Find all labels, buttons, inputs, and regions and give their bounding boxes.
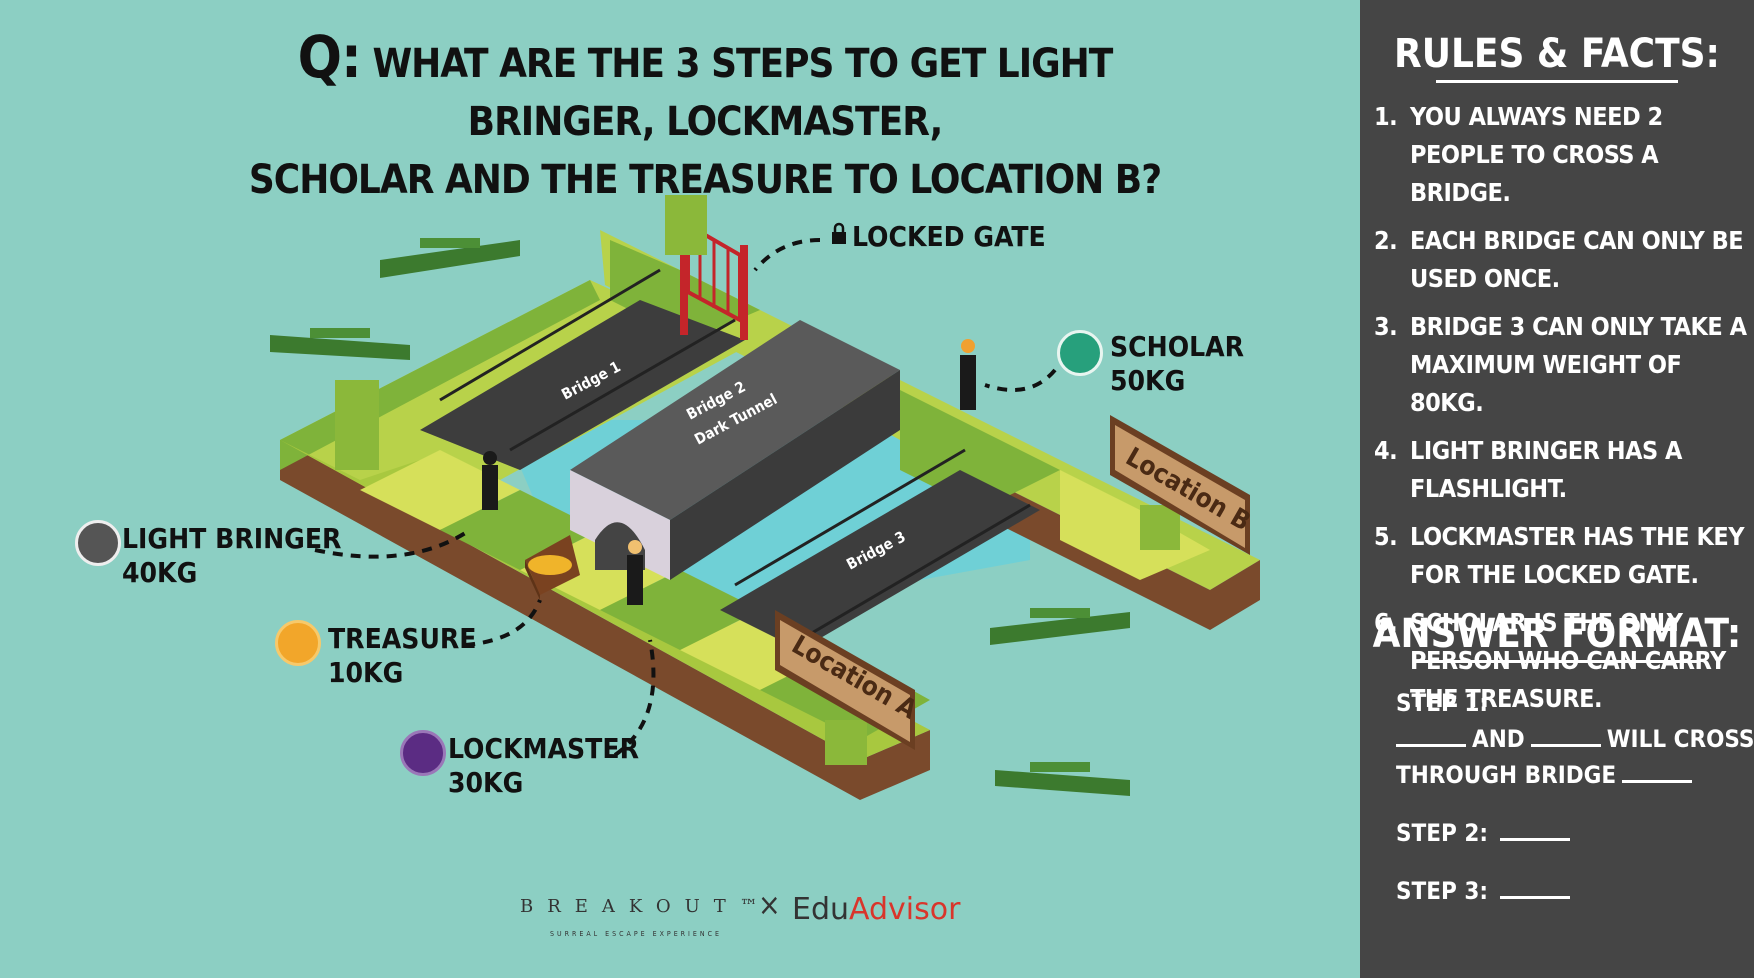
crocodile (270, 328, 410, 360)
rules-title-underline (1436, 80, 1678, 83)
rule-item: 2.Each bridge can only be used once. (1374, 226, 1744, 293)
rule-item: 6.Scholar is the only person who can car… (1374, 608, 1726, 713)
location-a-sign (775, 610, 915, 750)
step-1-blank-a[interactable] (1396, 724, 1466, 747)
answer-format-title: Answer Format: (1372, 611, 1742, 657)
scholar-label: Scholar 50KG (1110, 330, 1245, 397)
step-3-blank[interactable] (1500, 876, 1571, 899)
question-prefix: Q: (297, 23, 362, 91)
step-2-line: Step 2: (1396, 818, 1576, 848)
bush-block (825, 720, 867, 765)
isometric-map: Bridge 1 Bridge 2 Dark Tunnel Bridge 3 L… (270, 195, 1260, 800)
scene-area: Q: What are the 3 steps to get Light Bri… (75, 28, 1260, 948)
breakout-logo: BREAKOUT™ (520, 896, 772, 917)
book-glasses-icon (1057, 330, 1103, 376)
treasure-chest[interactable] (525, 535, 580, 600)
rule-item: 4.Light Bringer has a flashlight. (1374, 436, 1682, 503)
bridge-3[interactable] (720, 470, 1040, 650)
rules-list: 1.You always need 2 people to cross a br… (1374, 98, 1752, 728)
crocodile (990, 608, 1130, 645)
step-1-bridge-line: through bridge (1396, 760, 1698, 790)
leader-line-light-bringer (314, 528, 472, 559)
step-1-label: Step 1: (1396, 689, 1489, 717)
treasure-label: Treasure 10KG (328, 622, 477, 689)
flashlight-hand-icon (75, 520, 121, 566)
lockmaster-label: Lockmaster 30KG (448, 732, 639, 799)
step-1-blank-bridge[interactable] (1622, 760, 1693, 783)
rule-item: 5.Lockmaster has the key for the locked … (1374, 522, 1745, 589)
eduadvisor-logo: EduAdvisor (792, 892, 961, 927)
rule-item: 1.You always need 2 people to cross a br… (1374, 102, 1663, 207)
step-3-line: Step 3: (1396, 876, 1576, 906)
bush-block (1140, 505, 1180, 550)
leader-line-scholar (984, 368, 1057, 392)
step-1-blank-b[interactable] (1530, 724, 1601, 747)
answer-format-underline (1416, 660, 1698, 663)
step-1-sentence: andwill cross (1396, 724, 1754, 754)
rule-item: 3.Bridge 3 can only take a maximum weigh… (1374, 312, 1747, 417)
breakout-tagline: SURREAL ESCAPE EXPERIENCE (550, 930, 722, 938)
step-2-blank[interactable] (1500, 818, 1571, 841)
crocodile (995, 762, 1130, 796)
leader-line-locked-gate (753, 238, 821, 272)
leader-line-lockmaster (613, 639, 656, 757)
bush-block (335, 380, 379, 470)
locked-gate-label: Locked Gate (852, 220, 1046, 253)
rules-title: Rules & Facts: (1394, 31, 1720, 77)
light-bringer-figure[interactable] (482, 451, 498, 510)
bridge-1[interactable] (420, 300, 745, 470)
partner-logos: BREAKOUT™ SURREAL ESCAPE EXPERIENCE × Ed… (520, 888, 960, 948)
bush-block (665, 195, 707, 255)
rules-panel: Rules & Facts: 1.You always need 2 peopl… (1360, 0, 1754, 978)
keys-icon (400, 730, 446, 776)
bridge-2-dark-tunnel[interactable] (570, 320, 900, 580)
crocodile (380, 238, 520, 278)
lockmaster-figure[interactable] (627, 540, 643, 605)
question-line-1: What are the 3 steps to get Light Bringe… (372, 41, 1113, 145)
light-bringer-label: Light Bringer 40KG (122, 522, 342, 589)
lock-icon (832, 222, 846, 244)
location-b-sign (1110, 415, 1250, 555)
question-heading: Q: What are the 3 steps to get Light Bri… (230, 28, 1180, 209)
scholar-figure[interactable] (960, 339, 976, 410)
coin-dollar-icon (275, 620, 321, 666)
times-sign: × (758, 888, 781, 923)
